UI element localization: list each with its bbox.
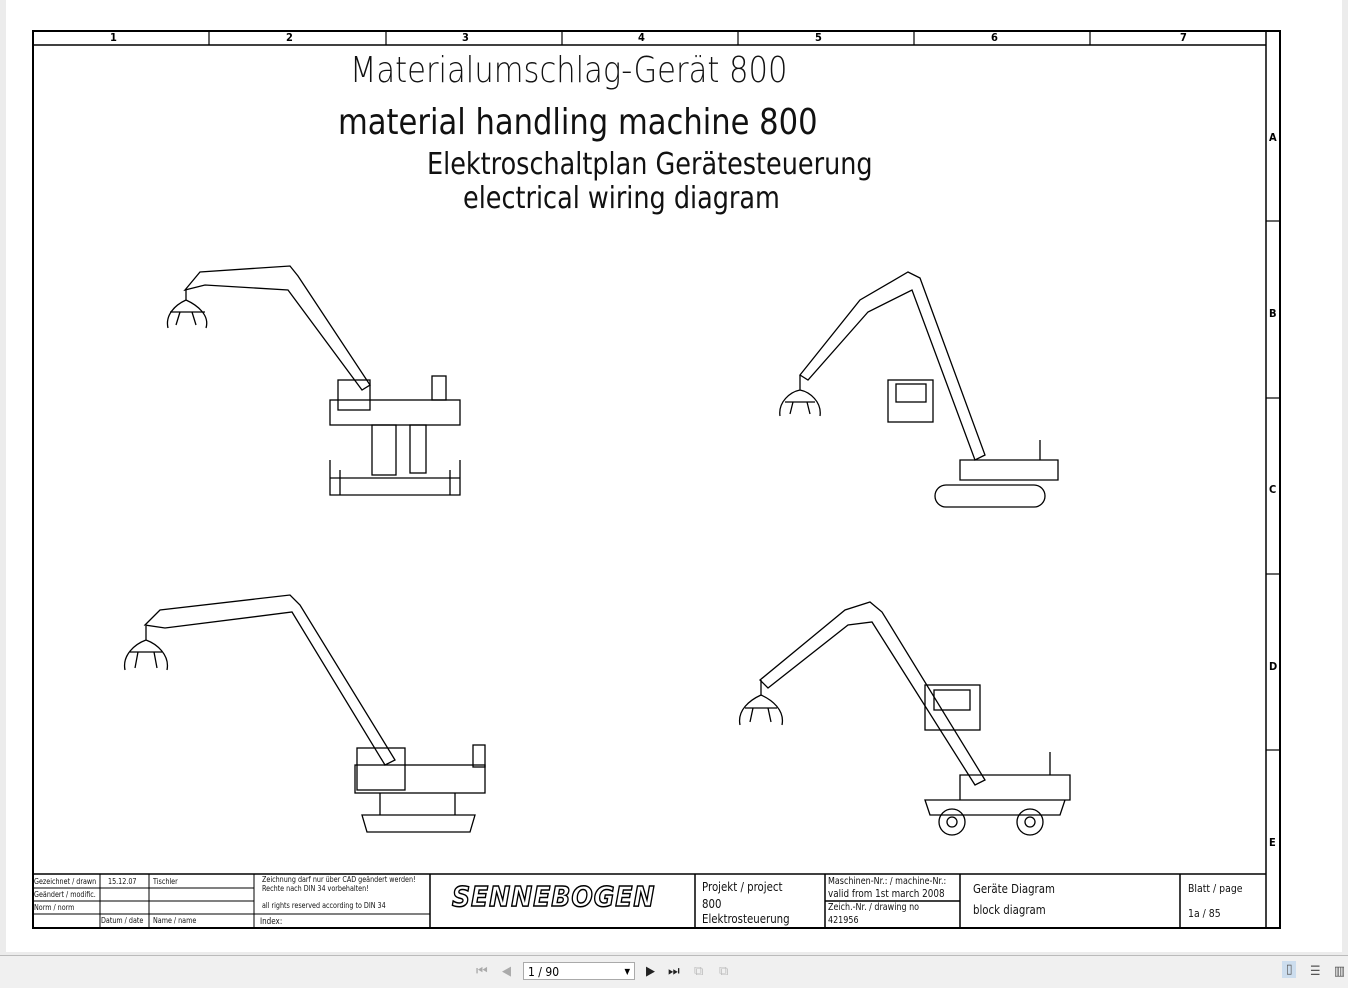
sennebogen-logo: SENNEBOGEN: [451, 879, 656, 914]
machine-drawing-pedestal: [123, 594, 486, 833]
machine-value: valid from 1st march 2008: [828, 887, 945, 900]
column-label: 1: [110, 31, 117, 44]
row-label: C: [1269, 483, 1277, 496]
row-label: A: [1269, 131, 1277, 144]
last-page-icon[interactable]: ⏭: [668, 964, 680, 979]
row-label: B: [1269, 307, 1277, 320]
index-label: Index:: [260, 917, 283, 927]
machine-label: Maschinen-Nr.: / machine-Nr.:: [828, 876, 947, 887]
diagram-title-english: block diagram: [973, 903, 1046, 917]
column-label: 4: [638, 31, 645, 44]
drawing-frame: [32, 30, 1281, 929]
drawn-date: 15.12.07: [108, 877, 137, 886]
page-number-select[interactable]: 1 / 90 ▼: [523, 962, 635, 980]
column-label: 3: [462, 31, 469, 44]
drawing-label: Zeich.-Nr. / drawing no: [828, 902, 920, 913]
machine-drawing-crawler: [779, 271, 1059, 508]
diagram-title-german: Geräte Diagram: [973, 882, 1055, 896]
drawn-name: Tischler: [153, 877, 178, 886]
viewer-toolbar: ⏮ ◀ 1 / 90 ▼ ▶ ⏭ ⧉ ⧉ ▯ ☰ ▥: [0, 955, 1348, 988]
modified-label: Geändert / modific.: [34, 890, 96, 899]
column-label: 6: [991, 31, 998, 44]
paste-page-icon[interactable]: ⧉: [719, 964, 729, 979]
chevron-down-icon: ▼: [624, 967, 630, 976]
page-indicator: 1 / 90: [528, 965, 560, 979]
previous-page-icon[interactable]: ◀: [502, 964, 511, 979]
project-name: Elektrosteuerung: [702, 912, 790, 926]
title-english: material handling machine 800: [338, 102, 818, 143]
row-label: D: [1269, 660, 1278, 673]
date-label: Datum / date: [101, 916, 144, 925]
subtitle-english: electrical wiring diagram: [463, 181, 780, 216]
page-label: Blatt / page: [1188, 882, 1243, 895]
name-label: Name / name: [153, 916, 197, 925]
page-value: 1a / 85: [1188, 907, 1221, 920]
machine-drawing-portal: [166, 265, 461, 496]
note-rights: Rechte nach DIN 34 vorbehalten!: [262, 884, 369, 893]
first-page-icon[interactable]: ⏮: [476, 964, 488, 979]
row-label: E: [1269, 836, 1276, 849]
document-page: [6, 0, 1342, 952]
column-label: 5: [815, 31, 822, 44]
drawn-label: Gezeichnet / drawn: [34, 877, 97, 886]
note-din: all rights reserved according to DIN 34: [262, 901, 386, 910]
single-page-view-icon[interactable]: ▯: [1282, 961, 1297, 978]
machine-drawing-wheeled: [738, 601, 1071, 836]
title-german: Materialumschlag-Gerät 800: [350, 50, 788, 91]
two-page-view-icon[interactable]: ▥: [1334, 964, 1346, 979]
column-label: 7: [1180, 31, 1187, 44]
column-label: 2: [286, 31, 293, 44]
project-value: 800: [702, 897, 722, 911]
continuous-view-icon[interactable]: ☰: [1310, 964, 1321, 979]
project-label: Projekt / project: [702, 880, 783, 894]
subtitle-german: Elektroschaltplan Gerätesteuerung: [427, 147, 873, 182]
drawing-number: 421956: [828, 915, 859, 926]
next-page-icon[interactable]: ▶: [646, 964, 655, 979]
note-cad: Zeichnung darf nur über CAD geändert wer…: [262, 875, 416, 884]
norm-label: Norm / norm: [34, 903, 75, 912]
copy-page-icon[interactable]: ⧉: [694, 964, 704, 979]
